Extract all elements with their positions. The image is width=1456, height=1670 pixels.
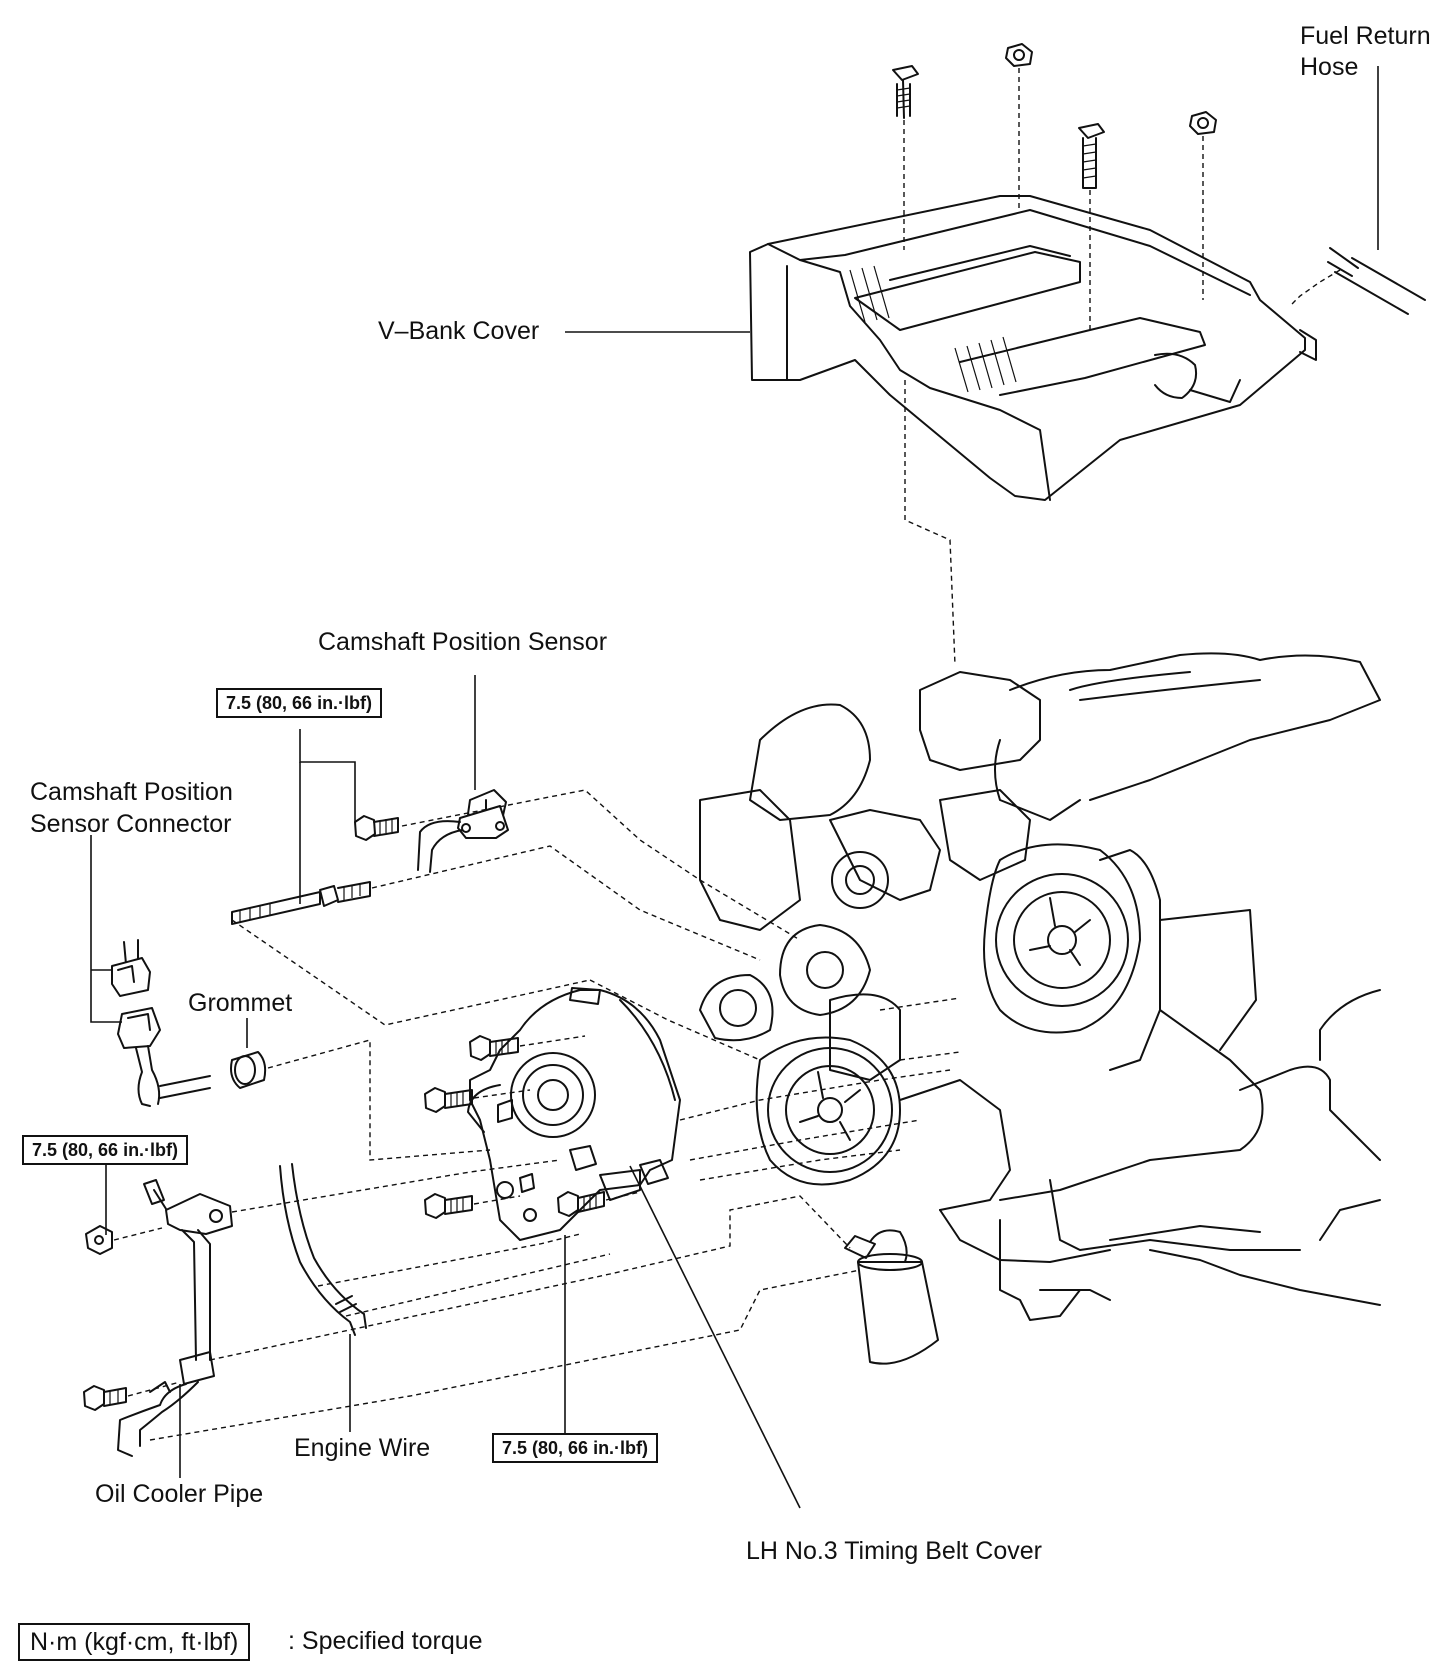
legend-unit-box: N·m (kgf·cm, ft·lbf) bbox=[18, 1623, 251, 1661]
v-bank-cover-nut-2 bbox=[1189, 111, 1217, 135]
timing-cover-bolt-1 bbox=[469, 1035, 519, 1061]
oil-cooler-pipe-label: Oil Cooler Pipe bbox=[95, 1480, 264, 1508]
legend-description: : Specified torque bbox=[288, 1627, 483, 1655]
grommet-label: Grommet bbox=[188, 989, 293, 1017]
lh-no3-timing-belt-cover bbox=[467, 987, 681, 1241]
v-bank-cover-bolt-2 bbox=[1078, 123, 1105, 189]
fuel-return-hose bbox=[1289, 66, 1426, 315]
camshaft-position-sensor-label: Camshaft Position Sensor bbox=[318, 628, 608, 656]
torque-spec-timing-cover-bolt: 7.5 (80, 66 in.·lbf) bbox=[492, 1433, 659, 1463]
camshaft-position-sensor bbox=[417, 675, 509, 873]
grommet bbox=[230, 1051, 267, 1089]
lh-no3-timing-belt-cover-label: LH No.3 Timing Belt Cover bbox=[746, 1537, 1042, 1565]
timing-cover-bolt-4 bbox=[557, 1191, 605, 1217]
engine-assembly bbox=[699, 652, 1381, 1321]
engine-wire bbox=[279, 1163, 367, 1336]
camshaft-position-sensor-connector-label: Camshaft Position Sensor Connector bbox=[30, 778, 233, 838]
camshaft-position-sensor-connector bbox=[90, 835, 211, 1107]
v-bank-cover-label: V–Bank Cover bbox=[378, 317, 540, 345]
camshaft-sensor-bolt bbox=[354, 815, 399, 841]
v-bank-cover-nut-1 bbox=[1005, 43, 1033, 67]
timing-cover-bolt-2 bbox=[424, 1087, 473, 1113]
v-bank-cover-bolt-1 bbox=[892, 65, 919, 119]
oil-cooler-pipe bbox=[117, 1179, 233, 1457]
oil-cooler-pipe-bolt bbox=[83, 1385, 127, 1411]
fuel-return-hose-label: Fuel Return Hose bbox=[1300, 22, 1431, 81]
camshaft-sensor-stud bbox=[231, 881, 371, 925]
torque-spec-sensor-bolt: 7.5 (80, 66 in.·lbf) bbox=[216, 688, 383, 718]
v-bank-cover bbox=[749, 195, 1317, 501]
oil-filter bbox=[844, 1229, 939, 1365]
oil-cooler-pipe-nut bbox=[85, 1225, 113, 1255]
timing-cover-bolt-3 bbox=[424, 1193, 473, 1219]
engine-wire-label: Engine Wire bbox=[294, 1434, 431, 1462]
torque-spec-oil-cooler-pipe-nut: 7.5 (80, 66 in.·lbf) bbox=[22, 1135, 189, 1165]
